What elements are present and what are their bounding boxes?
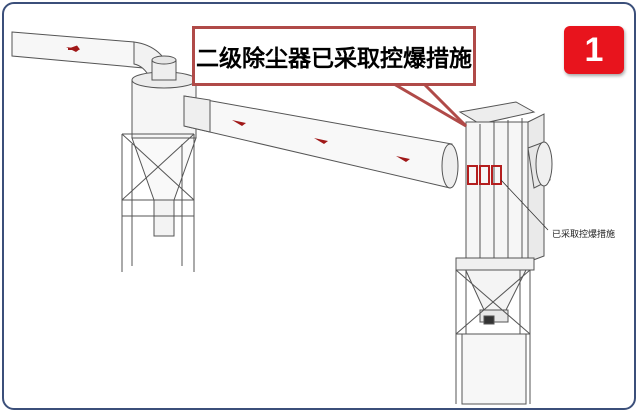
- connecting-duct: [183, 95, 453, 189]
- equipment-label: 已采取控爆措施: [552, 230, 616, 240]
- secondary-collector: [455, 101, 553, 405]
- callout-pointer: [388, 82, 468, 128]
- callout-box: 二级除尘器已采取控爆措施: [192, 26, 476, 86]
- slide-frame: 二级除尘器已采取控爆措施 1 已采取控爆措施: [2, 2, 636, 410]
- explosion-vent-markers: [467, 165, 502, 185]
- slide-number: 1: [584, 30, 604, 69]
- callout-text: 二级除尘器已采取控爆措施: [196, 46, 472, 72]
- dust-collector-diagram: [11, 31, 553, 405]
- label-leader-line: [500, 179, 549, 231]
- slide-number-badge: 1: [564, 26, 624, 74]
- flow-arrows: [66, 45, 410, 162]
- cyclone-collector: [121, 55, 197, 272]
